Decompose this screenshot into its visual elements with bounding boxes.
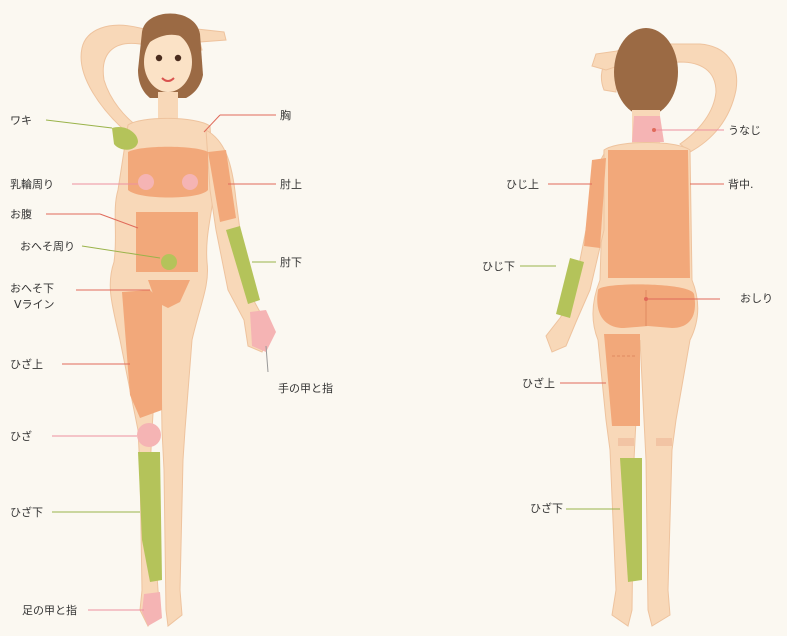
leader-nape-dot xyxy=(652,128,656,132)
label-front-belly: お腹 xyxy=(10,208,32,221)
zone-back-nape xyxy=(632,116,664,142)
zone-front-navel xyxy=(161,254,177,270)
label-front-knee: ひざ xyxy=(10,430,32,443)
label-back-hips: おしり xyxy=(740,292,773,305)
label-front-upper-elbow: 肘上 xyxy=(280,178,302,191)
front-eye-left xyxy=(156,55,162,61)
label-front-around-navel: おへそ周り xyxy=(20,240,75,253)
back-knee-mark-right xyxy=(656,438,672,446)
label-front-waki: ワキ xyxy=(10,114,32,127)
front-eye-right xyxy=(175,55,181,61)
back-knee-mark-left xyxy=(618,438,634,446)
zone-front-chest xyxy=(128,147,208,198)
zone-front-above-knee xyxy=(122,290,162,418)
label-back-upper-elbow: ひじ上 xyxy=(506,178,539,191)
label-front-hand: 手の甲と指 xyxy=(278,382,333,395)
label-back-nape: うなじ xyxy=(728,124,761,137)
label-front-above-knee: ひざ上 xyxy=(10,358,43,371)
back-head-hair xyxy=(614,28,678,116)
zone-front-areola-left xyxy=(138,174,154,190)
back-figure xyxy=(520,28,737,626)
label-front-below-navel: おへそ下 xyxy=(10,282,54,295)
leader-hips-dot xyxy=(644,297,648,301)
label-front-lower-elbow: 肘下 xyxy=(280,256,302,269)
label-back-below-knee: ひざ下 xyxy=(530,502,563,515)
leader-waki xyxy=(46,120,112,128)
label-back-back: 背中. xyxy=(728,178,754,191)
zone-front-knee xyxy=(137,423,161,447)
zone-front-areola-right xyxy=(182,174,198,190)
label-front-below-knee: ひざ下 xyxy=(10,506,43,519)
front-figure xyxy=(46,14,276,627)
label-back-lower-elbow: ひじ下 xyxy=(482,260,515,273)
zone-front-hand xyxy=(250,310,276,352)
zone-back-back xyxy=(608,150,690,278)
label-front-chest: 胸 xyxy=(280,109,291,122)
front-neck xyxy=(158,92,178,120)
label-front-areola: 乳輪周り xyxy=(10,178,54,191)
label-back-above-knee: ひざ上 xyxy=(522,377,555,390)
label-front-foot: 足の甲と指 xyxy=(22,604,77,617)
label-front-vline: Vライン xyxy=(14,298,55,311)
